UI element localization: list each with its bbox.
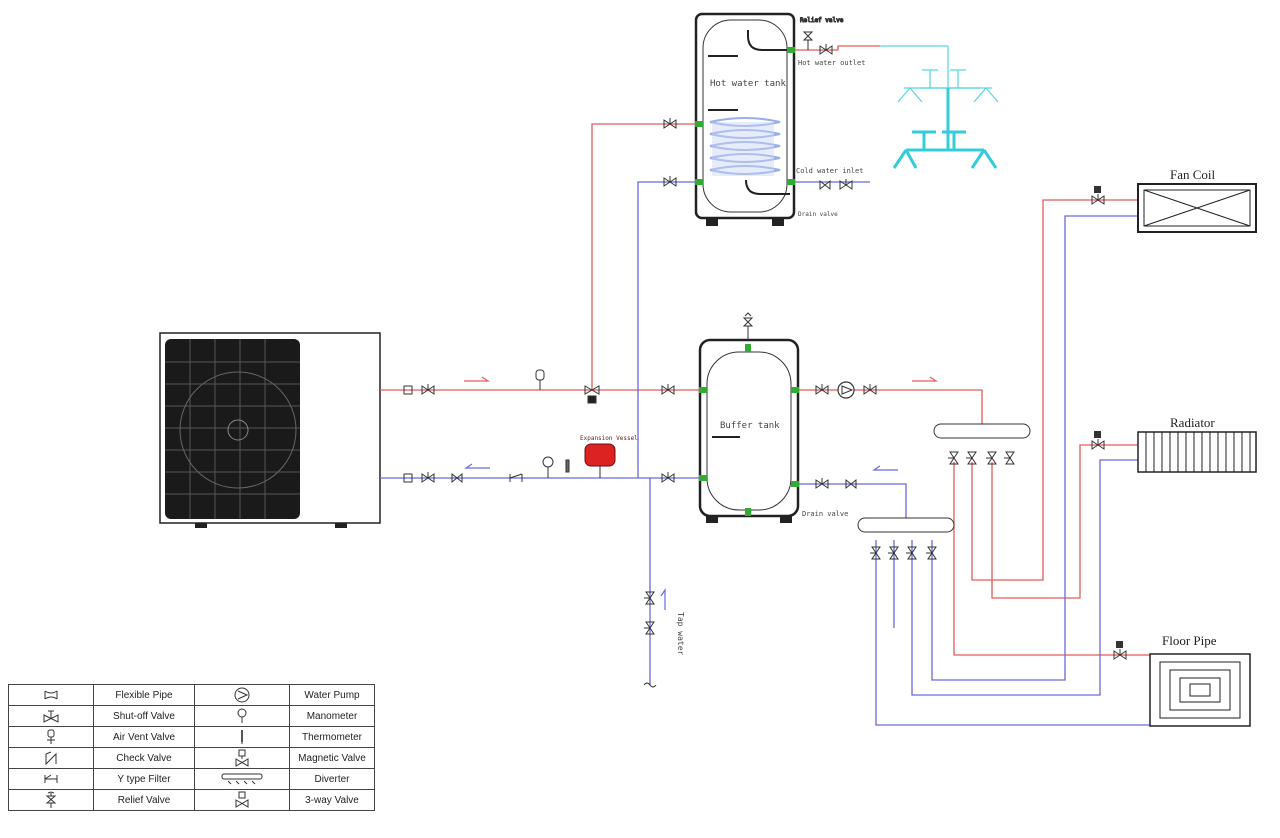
cold-water-inlet-label: Cold water inlet [796, 167, 863, 175]
buffer-tank: Buffer tank [698, 338, 800, 523]
radiator: Radiator [1137, 415, 1257, 473]
shut-off-valve-icon [8, 705, 94, 727]
hot-water-tank: Hot water tank [694, 12, 796, 226]
manometer-icon [194, 705, 290, 727]
thermometer [565, 459, 570, 473]
manometer [542, 456, 554, 478]
flow-arrows [464, 376, 938, 610]
radiator-label: Radiator [1170, 415, 1215, 430]
expansion-vessel: Expansion Vessel [580, 435, 638, 478]
check-valves [451, 179, 857, 490]
legend-row: Check Valve Magnetic Valve [8, 747, 375, 769]
return-pipes [380, 181, 1150, 726]
relief-valve-label: Relief valve [800, 17, 844, 24]
relief-valve-icon [8, 789, 94, 811]
symbol-legend: Flexible Pipe Water Pump Shut-off Valve … [8, 684, 375, 811]
floor-pipe: Floor Pipe [1149, 633, 1251, 727]
legend-label: Flexible Pipe [93, 684, 195, 706]
shower-fixture-lower [892, 88, 998, 169]
buffer-tank-label: Buffer tank [720, 421, 780, 431]
legend-row: Relief Valve 3-way Valve [8, 789, 375, 811]
legend-row: Shut-off Valve Manometer [8, 705, 375, 727]
legend-label: 3-way Valve [289, 789, 375, 811]
legend-label: Shut-off Valve [93, 705, 195, 727]
magnetic-valves [1094, 186, 1123, 648]
legend-label: Water Pump [289, 684, 375, 706]
y-type-filter-icon [8, 768, 94, 790]
hot-supply-pipes [380, 45, 1150, 656]
legend-label: Diverter [289, 768, 375, 790]
relief-valve-buffer [742, 312, 754, 340]
air-vent-valve-icon [8, 726, 94, 748]
legend-row: Y type Filter Diverter [8, 768, 375, 790]
fan-coil: Fan Coil [1137, 167, 1257, 233]
drain-valve-buffer-label: Drain valve [802, 510, 848, 518]
diverter-upper [933, 423, 1031, 439]
hot-water-outlet-label: Hot water outlet [798, 59, 865, 67]
heat-pump-unit [159, 332, 381, 528]
magnetic-valve-icon [194, 747, 290, 769]
legend-label: Y type Filter [93, 768, 195, 790]
legend-label: Manometer [289, 705, 375, 727]
thermometer-icon [194, 726, 290, 748]
legend-label: Air Vent Valve [93, 726, 195, 748]
relief-valve-hot-tank: Relief valve [800, 17, 844, 50]
tank-connection-ports [695, 47, 799, 516]
3-way-valve-icon [194, 789, 290, 811]
expansion-vessel-label: Expansion Vessel [580, 435, 638, 442]
tap-water-end [643, 682, 657, 688]
legend-row: Air Vent Valve Thermometer [8, 726, 375, 748]
hot-water-tank-label: Hot water tank [710, 79, 786, 89]
legend-label: Check Valve [93, 747, 195, 769]
fan-coil-label: Fan Coil [1170, 167, 1216, 182]
legend-row: Flexible Pipe Water Pump [8, 684, 375, 706]
flexible-pipe-connectors [403, 385, 413, 483]
water-pump-icon [194, 684, 290, 706]
water-pump [837, 381, 855, 399]
legend-label: Magnetic Valve [289, 747, 375, 769]
flexible-pipe-icon [8, 684, 94, 706]
y-filter [509, 473, 523, 482]
legend-label: Relief Valve [93, 789, 195, 811]
air-vent-valve [535, 369, 545, 390]
floor-pipe-label: Floor Pipe [1162, 633, 1217, 648]
3-way-valve [584, 385, 600, 404]
diverter-icon [194, 768, 290, 790]
shower-fixture-upper [880, 45, 999, 103]
drain-valve-hot-label: Drain valve [798, 211, 838, 218]
check-valve-icon [8, 747, 94, 769]
tap-water-label: Tap water [676, 612, 685, 656]
diverter-lower [857, 517, 955, 533]
legend-label: Thermometer [289, 726, 375, 748]
